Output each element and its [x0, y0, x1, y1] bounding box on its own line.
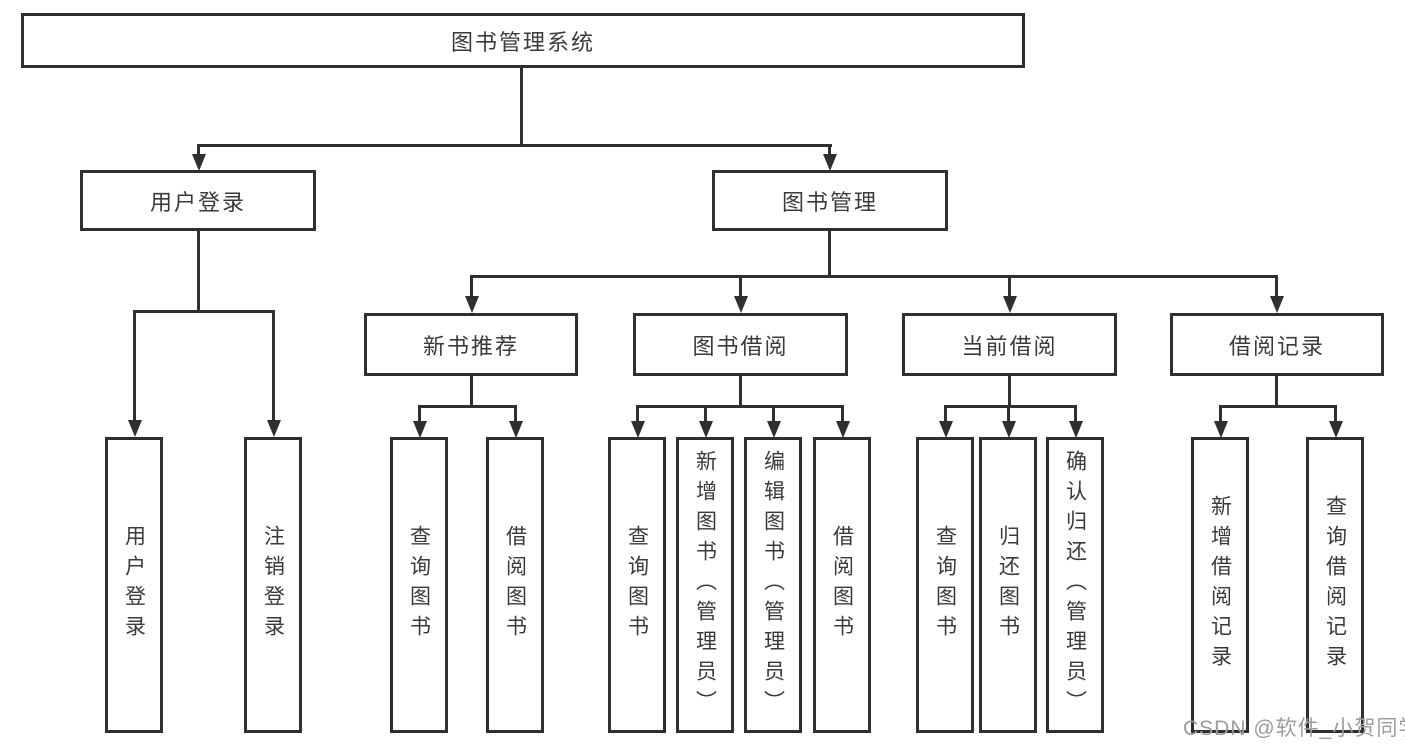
leaf-borrow-query-book: 查询图书	[608, 437, 666, 733]
arrow-down-icon	[939, 421, 953, 438]
connector-line	[1219, 405, 1337, 408]
leaf-logout: 注销登录	[244, 437, 302, 733]
connector-line	[944, 405, 1077, 408]
leaf-current-confirm-return-admin: 确认归还（管理员）	[1046, 437, 1104, 733]
connector-line	[1007, 407, 1010, 423]
arrow-down-icon	[1002, 421, 1016, 438]
connector-line	[828, 231, 831, 277]
leaf-borrow-add-book-admin: 新增图书（管理员）	[676, 437, 734, 733]
connector-line	[514, 407, 517, 423]
arrow-down-icon	[509, 421, 523, 438]
leaf-user-login: 用户登录	[105, 437, 163, 733]
arrow-down-icon	[823, 154, 837, 171]
arrow-down-icon	[1003, 296, 1017, 313]
node-borrow-record: 借阅记录	[1170, 313, 1384, 376]
leaf-borrow-borrow-book: 借阅图书	[813, 437, 871, 733]
leaf-record-query-record: 查询借阅记录	[1306, 437, 1364, 733]
connector-line	[1219, 407, 1222, 423]
connector-line	[470, 275, 1278, 278]
leaf-newbook-borrow-book: 借阅图书	[486, 437, 544, 733]
arrow-down-icon	[1270, 296, 1284, 313]
leaf-current-return-book: 归还图书	[979, 437, 1037, 733]
arrow-down-icon	[1329, 421, 1343, 438]
connector-line	[470, 277, 473, 297]
connector-line	[772, 407, 775, 423]
leaf-borrow-edit-book-admin: 编辑图书（管理员）	[744, 437, 802, 733]
watermark: CSDN @软件_小贺同学	[1183, 717, 1405, 740]
leaf-current-query-book: 查询图书	[916, 437, 974, 733]
leaf-newbook-query-book: 查询图书	[390, 437, 448, 733]
node-root: 图书管理系统	[21, 13, 1025, 68]
connector-line	[1275, 376, 1278, 407]
connector-line	[828, 146, 831, 156]
connector-line	[197, 146, 200, 156]
connector-line	[636, 407, 639, 423]
connector-line	[1334, 407, 1337, 423]
leaf-record-add-record: 新增借阅记录	[1191, 437, 1249, 733]
connector-line	[133, 312, 136, 422]
node-current-borrow: 当前借阅	[902, 313, 1117, 376]
node-book-borrow: 图书借阅	[633, 313, 848, 376]
arrow-down-icon	[465, 296, 479, 313]
arrow-down-icon	[734, 296, 748, 313]
arrow-down-icon	[836, 421, 850, 438]
arrow-down-icon	[128, 420, 142, 437]
connector-line	[704, 407, 707, 423]
arrow-down-icon	[192, 154, 206, 171]
node-new-book-recommend: 新书推荐	[364, 313, 578, 376]
connector-line	[1008, 277, 1011, 297]
arrow-down-icon	[267, 420, 281, 437]
arrow-down-icon	[1069, 421, 1083, 438]
connector-line	[739, 376, 742, 407]
node-book-management: 图书管理	[712, 170, 948, 231]
arrow-down-icon	[699, 421, 713, 438]
connector-line	[418, 407, 421, 423]
connector-line	[520, 68, 523, 146]
connector-line	[739, 277, 742, 297]
arrow-down-icon	[1214, 421, 1228, 438]
connector-line	[1008, 376, 1011, 407]
connector-line	[272, 312, 275, 422]
connector-line	[418, 405, 517, 408]
connector-line	[1275, 277, 1278, 297]
connector-line	[1074, 407, 1077, 423]
connector-line	[197, 144, 832, 147]
connector-line	[841, 407, 844, 423]
node-user-login: 用户登录	[80, 170, 316, 231]
arrow-down-icon	[413, 421, 427, 438]
connector-line	[197, 231, 200, 312]
connector-line	[636, 405, 844, 408]
connector-line	[133, 310, 275, 313]
arrow-down-icon	[631, 421, 645, 438]
connector-line	[944, 407, 947, 423]
arrow-down-icon	[767, 421, 781, 438]
connector-line	[470, 376, 473, 407]
